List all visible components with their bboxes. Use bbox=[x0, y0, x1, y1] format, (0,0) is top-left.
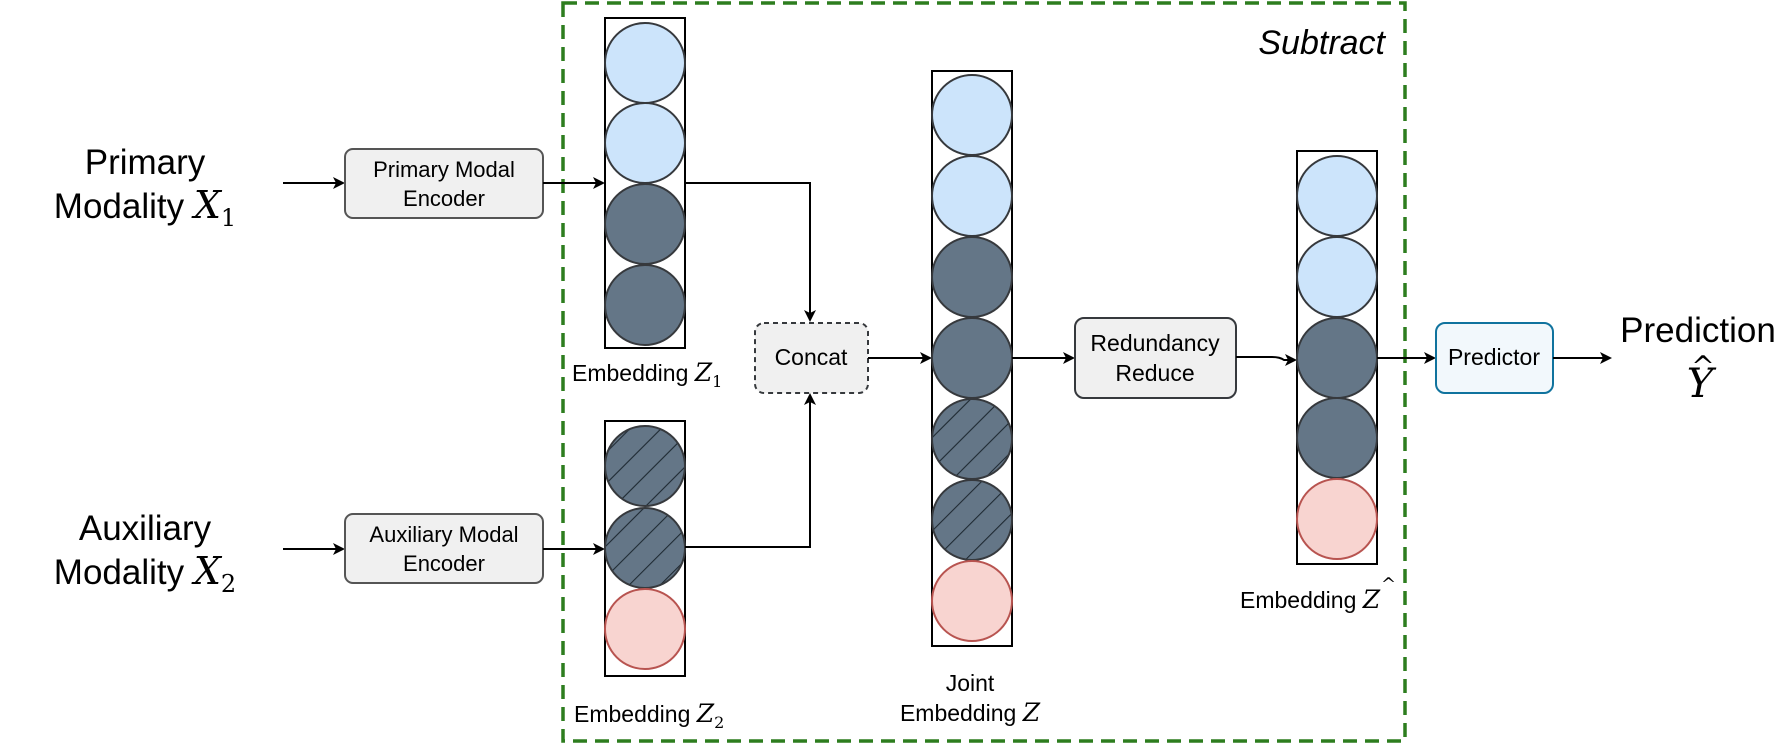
svg-text:Concat: Concat bbox=[775, 344, 848, 370]
embedding-z1-column bbox=[604, 17, 686, 349]
subtract-region bbox=[561, 1, 1407, 743]
embedding-zhat-column bbox=[1296, 150, 1378, 565]
prediction-output: Prediction Y ^ bbox=[1620, 311, 1776, 407]
svg-text:Auxiliary: Auxiliary bbox=[79, 509, 212, 548]
embedding-z1-label: Embedding Z1 bbox=[572, 358, 722, 391]
joint-node-shared bbox=[931, 317, 1013, 399]
arrow-redundancy-to-zhat bbox=[1236, 354, 1297, 366]
subtract-label: Subtract bbox=[1258, 24, 1386, 62]
svg-text:Auxiliary Modal: Auxiliary Modal bbox=[369, 522, 518, 547]
z1-node-shared bbox=[604, 264, 686, 346]
zhat-node-primary bbox=[1296, 236, 1378, 318]
joint-embedding-label-line2: Embedding Z bbox=[900, 698, 1041, 727]
z1-node-primary bbox=[604, 22, 686, 104]
joint-node-hatched bbox=[931, 398, 1013, 480]
joint-embedding-column bbox=[931, 70, 1013, 647]
auxiliary-modal-encoder: Auxiliary Modal Encoder bbox=[344, 513, 544, 584]
svg-text:Primary Modal: Primary Modal bbox=[373, 157, 515, 182]
svg-text:Y: Y bbox=[1687, 361, 1717, 407]
embedding-z2-label: Embedding Z2 bbox=[574, 699, 724, 732]
arrow-z1-to-concat bbox=[685, 182, 816, 322]
concat-block: Concat bbox=[754, 322, 869, 394]
predictor-block: Predictor bbox=[1435, 322, 1554, 394]
joint-node-unique bbox=[931, 560, 1013, 642]
z2-node-hatched bbox=[604, 507, 686, 589]
auxiliary-modality-input: Auxiliary Modality X2 bbox=[54, 509, 236, 598]
zhat-node-shared bbox=[1296, 397, 1378, 479]
joint-node-primary bbox=[931, 155, 1013, 237]
zhat-node-unique bbox=[1296, 478, 1378, 560]
svg-text:Encoder: Encoder bbox=[403, 551, 485, 576]
svg-text:Modality X2: Modality X2 bbox=[54, 549, 236, 598]
svg-text:Predictor: Predictor bbox=[1448, 344, 1540, 370]
z2-node-unique bbox=[604, 588, 686, 670]
z2-node-hatched bbox=[604, 425, 686, 507]
embedding-z2-column bbox=[604, 420, 686, 677]
svg-text:Reduce: Reduce bbox=[1115, 360, 1194, 386]
joint-node-hatched bbox=[931, 479, 1013, 561]
z1-node-shared bbox=[604, 183, 686, 265]
zhat-node-shared bbox=[1296, 317, 1378, 399]
zhat-node-primary bbox=[1296, 155, 1378, 237]
joint-embedding-label-line1: Joint bbox=[946, 670, 995, 696]
primary-modality-input: Primary Modality X1 bbox=[54, 143, 236, 232]
primary-modal-encoder: Primary Modal Encoder bbox=[344, 148, 544, 219]
svg-text:Encoder: Encoder bbox=[403, 186, 485, 211]
svg-text:Prediction: Prediction bbox=[1620, 311, 1776, 350]
svg-text:Embedding Z: Embedding Z bbox=[1240, 585, 1381, 614]
svg-text:Redundancy: Redundancy bbox=[1090, 330, 1220, 356]
redundancy-reduce-block: Redundancy Reduce bbox=[1074, 317, 1237, 399]
svg-text:Modality X1: Modality X1 bbox=[54, 183, 236, 232]
embedding-zhat-label: Embedding Z ^ bbox=[1240, 574, 1396, 614]
svg-text:Primary: Primary bbox=[85, 143, 206, 182]
svg-text:^: ^ bbox=[1381, 574, 1396, 595]
joint-node-primary bbox=[931, 74, 1013, 156]
svg-text:^: ^ bbox=[1691, 350, 1714, 383]
arrow-z2-to-concat bbox=[685, 393, 816, 548]
z1-node-primary bbox=[604, 102, 686, 184]
joint-node-shared bbox=[931, 236, 1013, 318]
